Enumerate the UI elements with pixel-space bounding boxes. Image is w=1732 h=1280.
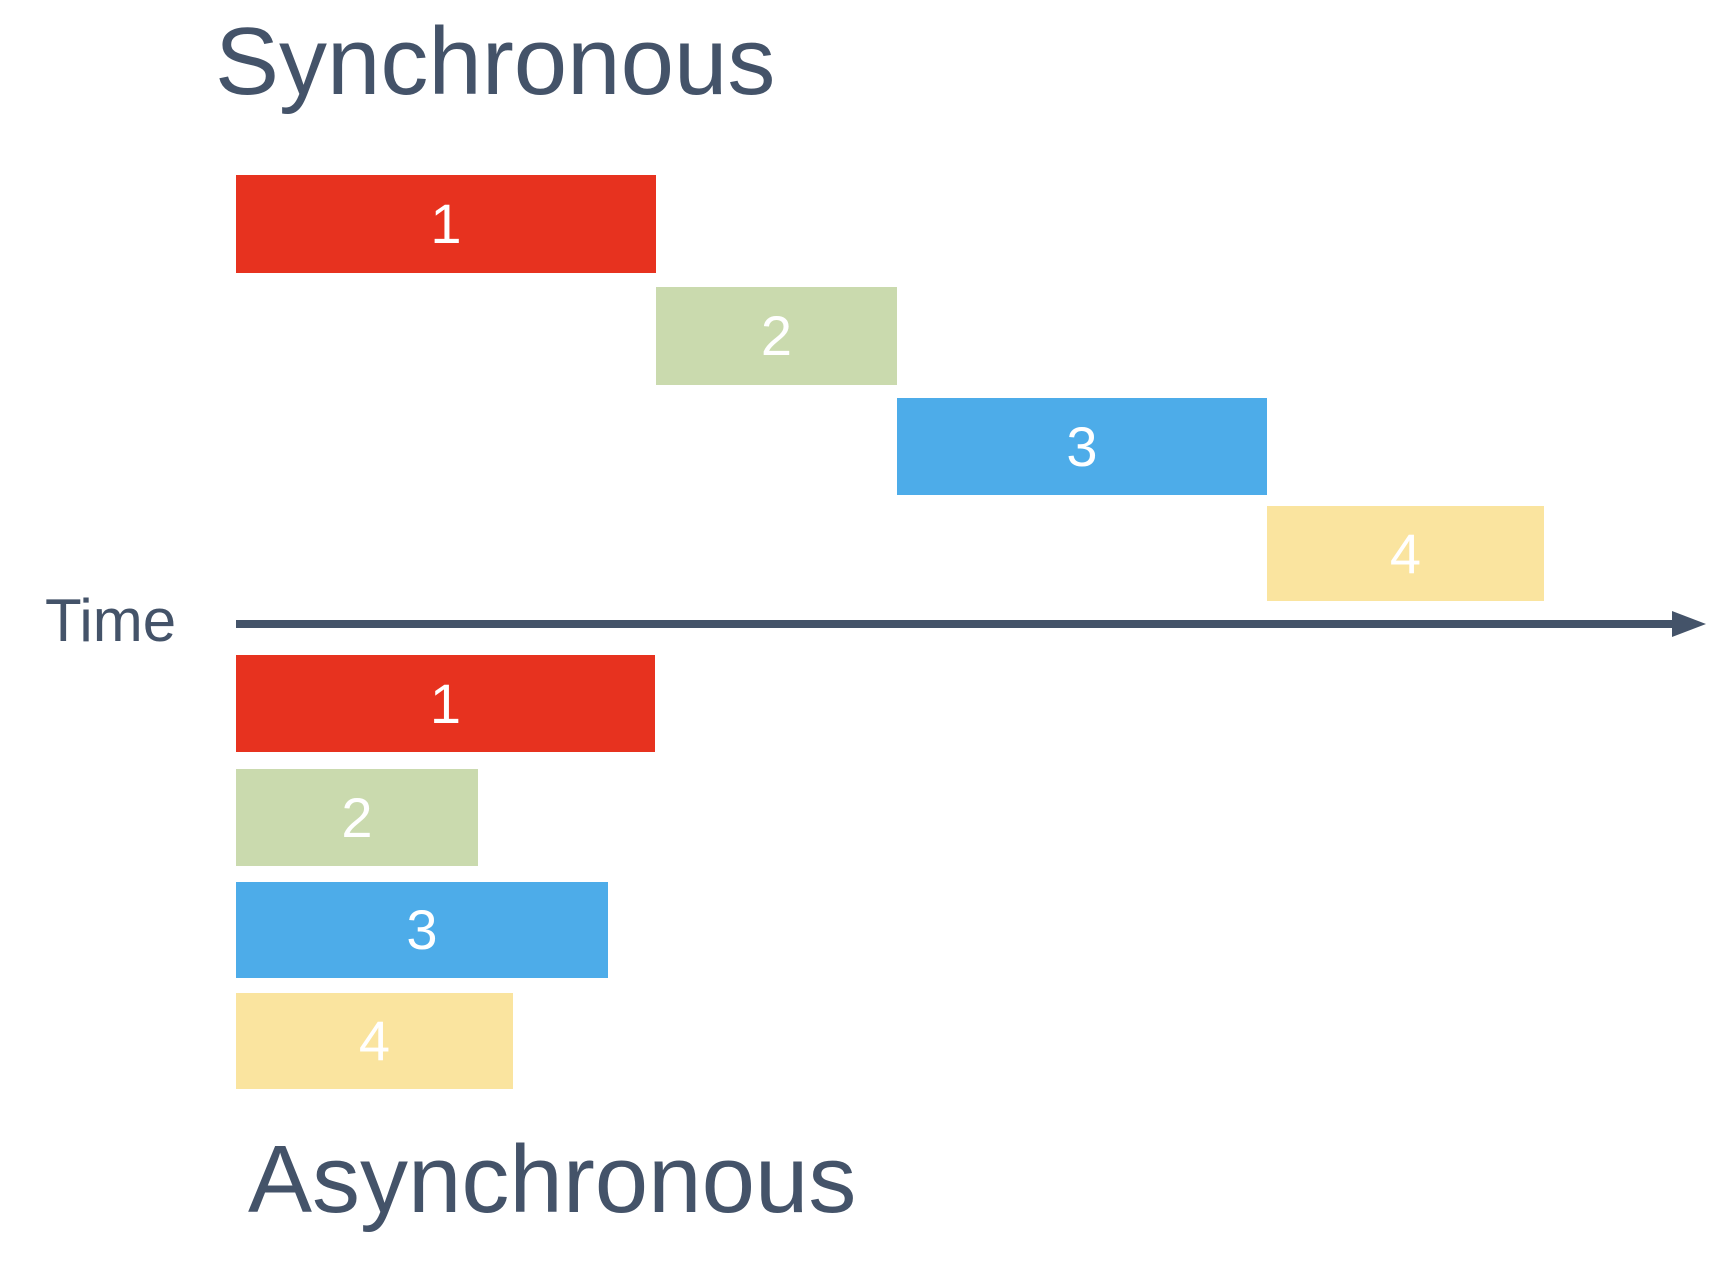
- synchronous-task-bar-2: 2: [656, 287, 897, 385]
- time-arrow-shaft: [236, 620, 1678, 628]
- time-arrowhead-icon: [1672, 611, 1706, 637]
- asynchronous-task-bar-1: 1: [236, 655, 655, 752]
- asynchronous-title: Asynchronous: [248, 1126, 857, 1233]
- synchronous-task-bar-1: 1: [236, 175, 656, 273]
- time-axis-label: Time: [45, 587, 177, 654]
- asynchronous-task-bar-2: 2: [236, 769, 478, 866]
- asynchronous-task-bar-3: 3: [236, 882, 608, 978]
- synchronous-task-bar-3: 3: [897, 398, 1267, 495]
- asynchronous-task-bar-4: 4: [236, 993, 513, 1089]
- synchronous-task-bar-4: 4: [1267, 506, 1544, 601]
- synchronous-title: Synchronous: [215, 8, 776, 115]
